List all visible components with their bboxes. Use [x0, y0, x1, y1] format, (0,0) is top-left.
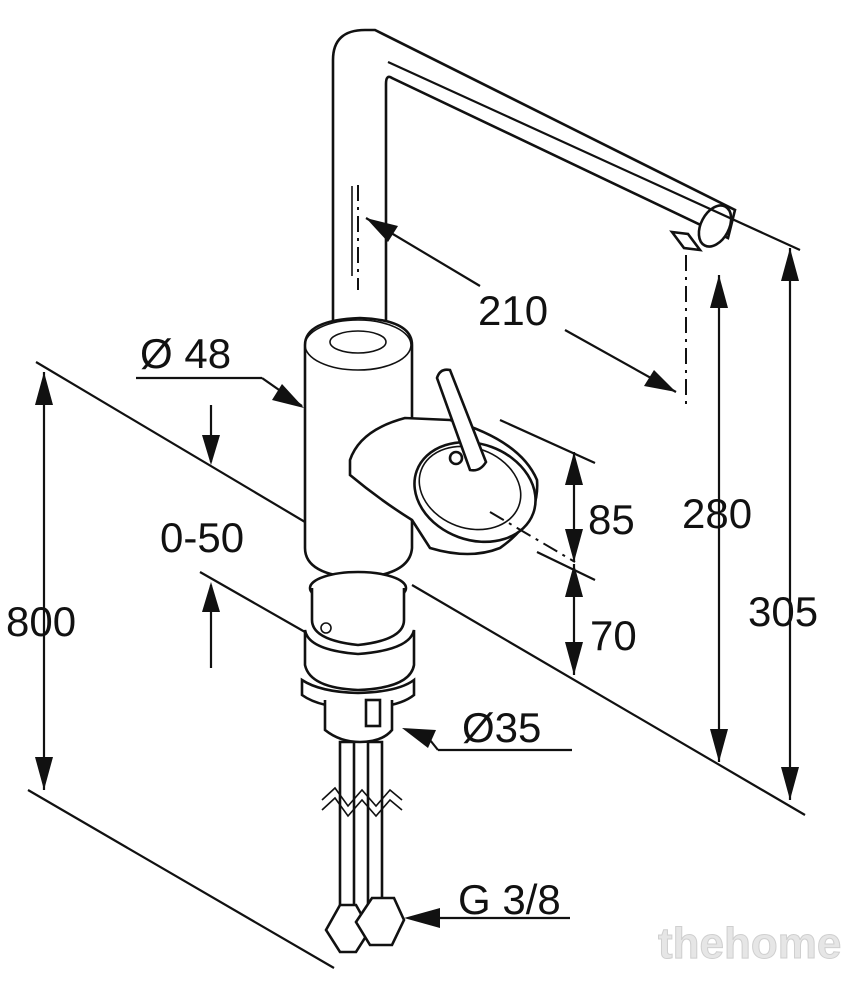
label-lever-base: 70 — [590, 612, 637, 659]
label-worktop-height: 800 — [6, 598, 76, 645]
dimension-labels: 210 Ø 48 0-50 85 70 280 305 800 Ø35 G 3/… — [6, 287, 818, 923]
label-spout-outlet-height: 280 — [682, 490, 752, 537]
label-lever-height: 85 — [588, 496, 635, 543]
label-spout-reach: 210 — [478, 287, 548, 334]
faucet-outline — [300, 28, 737, 954]
label-total-height: 305 — [748, 588, 818, 635]
watermark-logo: thehome — [658, 919, 841, 968]
label-body-diameter: Ø 48 — [140, 330, 231, 377]
label-connection-thread: G 3/8 — [458, 876, 561, 923]
extension-lines — [27, 60, 806, 969]
dimension-arrows — [35, 218, 799, 928]
label-base-diameter: Ø35 — [462, 704, 541, 751]
label-adjust-range: 0-50 — [160, 514, 244, 561]
